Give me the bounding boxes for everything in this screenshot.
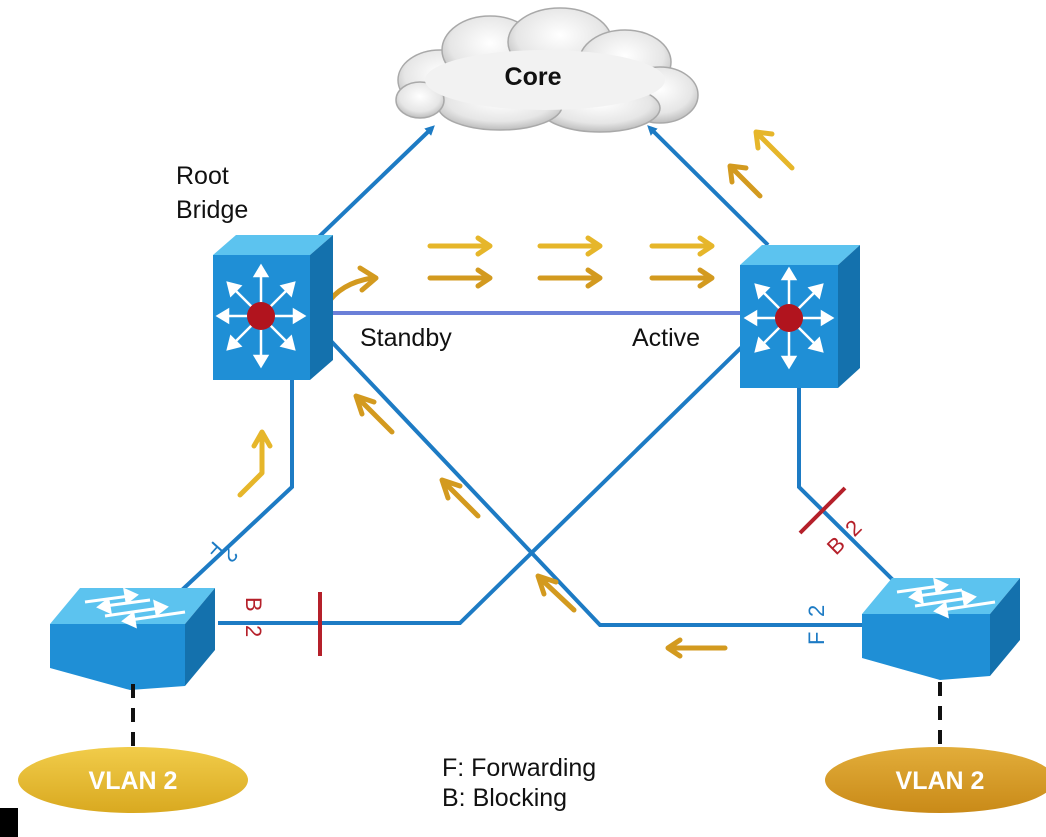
blocking-marks bbox=[318, 486, 847, 656]
vlan-left-label: VLAN 2 bbox=[89, 767, 178, 795]
active-distribution-switch bbox=[740, 245, 860, 388]
port-label-right-cross: F 2 bbox=[804, 605, 829, 645]
corner-mark bbox=[0, 808, 18, 837]
right-access-switch bbox=[862, 577, 1020, 680]
link-left-access-uplink bbox=[180, 378, 294, 592]
root-bridge-switch bbox=[213, 235, 333, 380]
root-bridge-label-line1: Root bbox=[176, 162, 229, 190]
port-label-left-cross: B 2 bbox=[241, 597, 266, 637]
bent-arrow-left-uplink bbox=[237, 429, 273, 498]
arrow-to-core-light bbox=[753, 129, 795, 171]
core-cloud: Core bbox=[395, 7, 699, 133]
port-label-right-uplink: B 2 bbox=[822, 515, 867, 560]
links bbox=[180, 125, 895, 627]
arrow-cross-2 bbox=[439, 477, 481, 519]
active-label: Active bbox=[632, 324, 700, 352]
port-number: 2 bbox=[804, 605, 829, 617]
arrow-pair-2 bbox=[537, 235, 603, 289]
link-left-access-cross bbox=[218, 335, 754, 625]
switch-arrows-icon bbox=[896, 577, 996, 619]
traffic-arrows bbox=[237, 129, 795, 659]
link-right-access-cross bbox=[328, 338, 862, 627]
arrow-to-core-dark bbox=[727, 163, 763, 199]
arrow-cross-3 bbox=[535, 573, 577, 613]
standby-label: Standby bbox=[360, 324, 452, 352]
arrow-cross-1 bbox=[353, 393, 395, 435]
link-right-access-uplink bbox=[797, 378, 895, 582]
legend-forwarding: F: Forwarding bbox=[442, 754, 597, 782]
port-state: F bbox=[804, 632, 829, 645]
arrow-bottom-left bbox=[665, 637, 728, 659]
switch-arrows-icon bbox=[84, 587, 186, 629]
vlan-left: VLAN 2 bbox=[18, 747, 248, 813]
legend-blocking: B: Blocking bbox=[442, 784, 568, 812]
vlan-right: VLAN 2 bbox=[825, 747, 1046, 813]
port-number: 2 bbox=[241, 625, 266, 637]
legend: F: Forwarding B: Blocking bbox=[442, 753, 596, 813]
block-mark-right bbox=[798, 486, 847, 535]
arrow-pair-1 bbox=[427, 235, 493, 289]
port-state: B bbox=[241, 597, 266, 612]
host-links bbox=[131, 682, 942, 752]
link-right-dist-to-core bbox=[647, 125, 770, 247]
vlan-right-label: VLAN 2 bbox=[896, 767, 985, 795]
link-root-to-core bbox=[298, 125, 435, 257]
arrow-pair-3 bbox=[649, 235, 715, 289]
root-bridge-label-line2: Bridge bbox=[176, 196, 248, 224]
core-label: Core bbox=[505, 63, 562, 91]
port-number: 2 bbox=[840, 515, 866, 541]
left-access-switch bbox=[50, 587, 215, 690]
